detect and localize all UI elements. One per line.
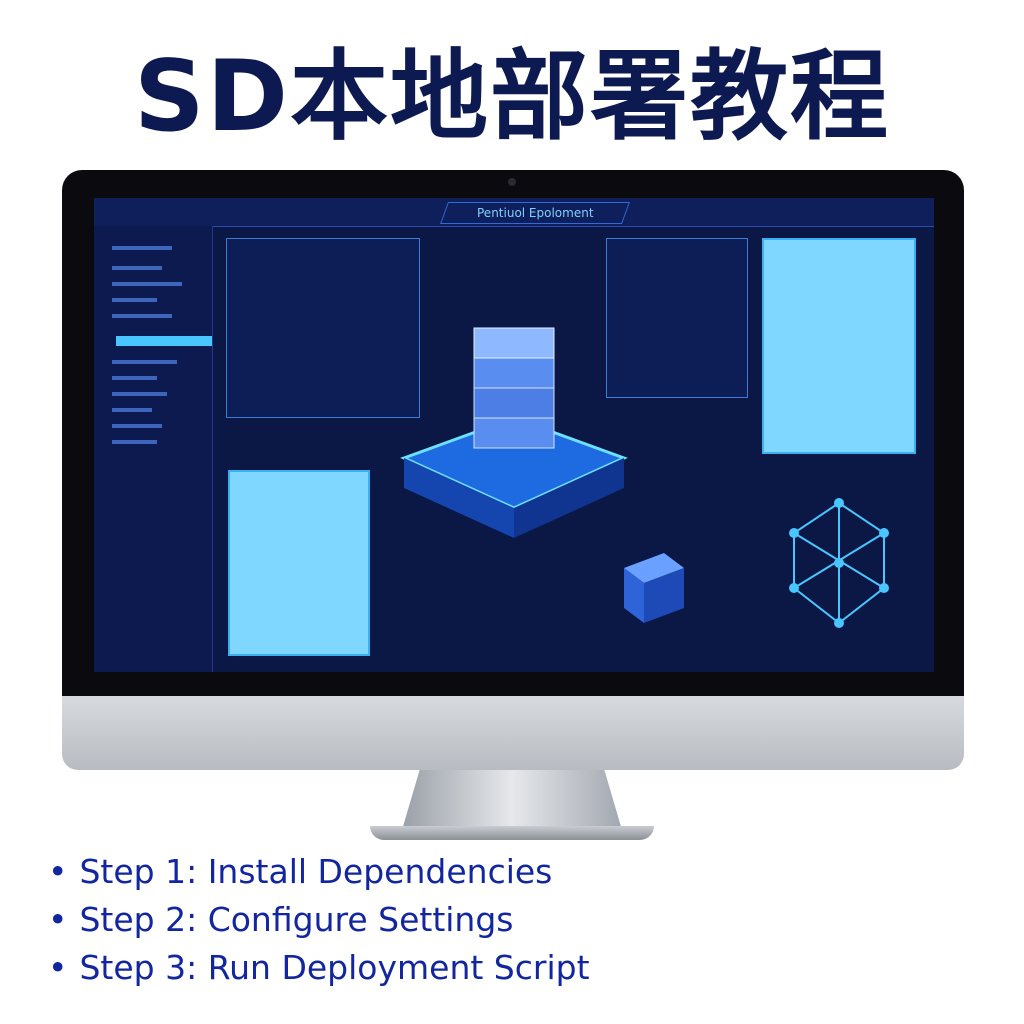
screen-sidebar bbox=[94, 226, 213, 672]
camera-icon bbox=[508, 178, 516, 186]
server-stack-icon bbox=[400, 327, 628, 538]
step-item: Step 1: Install Dependencies bbox=[48, 848, 590, 896]
monitor-stand bbox=[402, 770, 622, 830]
sidebar-selected-item bbox=[116, 336, 212, 346]
monitor-chin bbox=[62, 696, 964, 770]
monitor: Pentiuol Epoloment bbox=[62, 170, 964, 770]
monitor-bezel: Pentiuol Epoloment bbox=[62, 170, 964, 696]
monitor-stand-base bbox=[370, 826, 654, 840]
screen-topbar: Pentiuol Epoloment bbox=[94, 198, 934, 227]
code-panel-right bbox=[606, 238, 748, 398]
step-item: Step 3: Run Deployment Script bbox=[48, 944, 589, 992]
screen-header-title: Pentiuol Epoloment bbox=[439, 202, 631, 224]
settings-panel bbox=[762, 238, 916, 454]
monitor-screen: Pentiuol Epoloment bbox=[94, 198, 934, 672]
step-item: Step 2: Configure Settings bbox=[48, 896, 590, 944]
file-list-panel bbox=[228, 470, 370, 656]
code-panel-left bbox=[226, 238, 420, 418]
steps-list: Step 1: Install Dependencies Step 2: Con… bbox=[48, 848, 590, 992]
cube-icon bbox=[624, 553, 684, 623]
network-graph-icon bbox=[789, 498, 889, 628]
page-title: SD本地部署教程 bbox=[134, 40, 890, 154]
